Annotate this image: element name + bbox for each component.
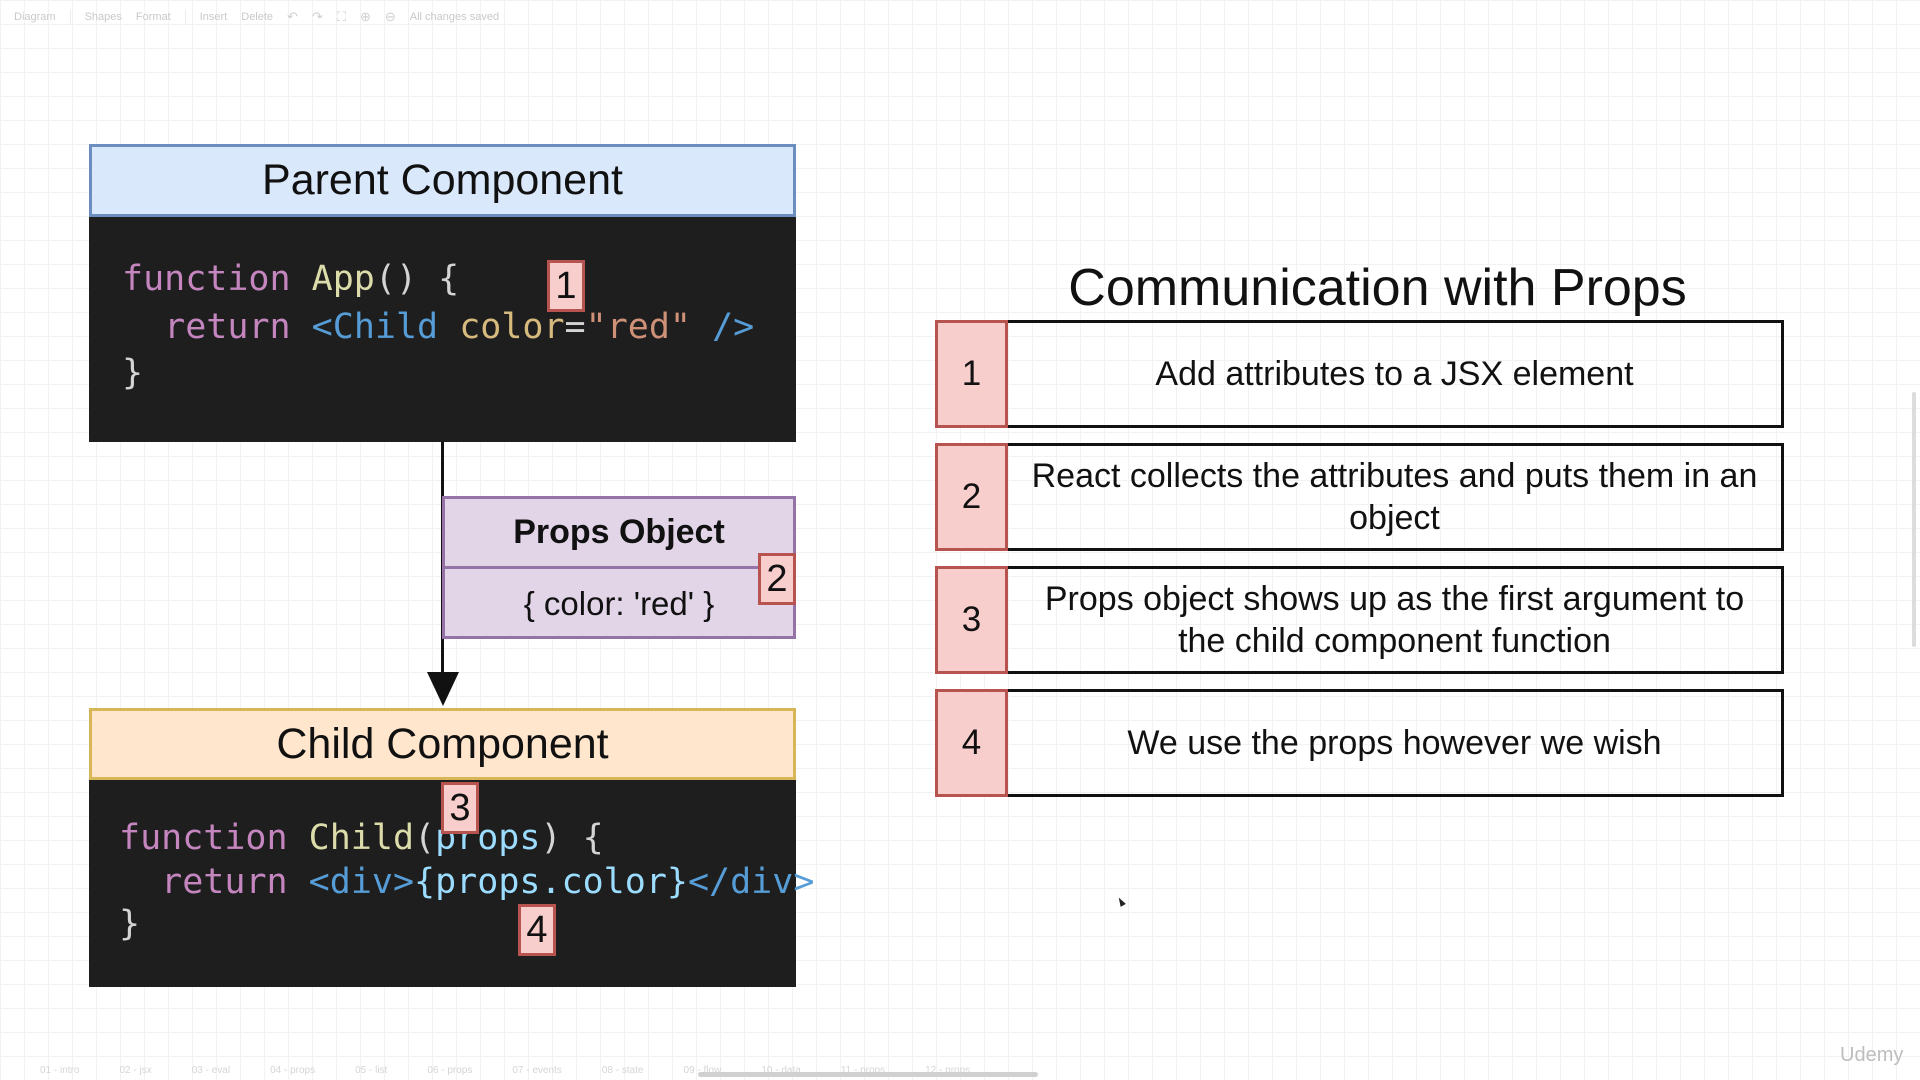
code-keyword: function <box>119 818 288 858</box>
udemy-logo: Udemy <box>1840 1044 1904 1066</box>
page-tab[interactable]: 05 - list <box>355 1064 388 1076</box>
step-row: 4 We use the props however we wish <box>935 689 1784 797</box>
code-line: return <div>{props.color}</div> <box>119 862 814 902</box>
code-punctuation: } <box>122 353 144 393</box>
page-tab[interactable]: 11 - props <box>840 1064 886 1076</box>
page-tab[interactable]: 07 - events <box>512 1064 562 1076</box>
page-tab[interactable]: 02 - jsx <box>119 1064 152 1076</box>
horizontal-scrollbar[interactable] <box>698 1072 1038 1077</box>
step-badge-1: 1 <box>547 260 585 312</box>
format-menu[interactable]: Format <box>135 11 171 23</box>
step-row: 2 React collects the attributes and puts… <box>935 443 1784 551</box>
props-object-title: Props Object <box>445 499 793 569</box>
toolbar-divider <box>69 9 71 25</box>
props-object-box: Props Object { color: 'red' } <box>442 496 796 639</box>
code-keyword: return <box>164 307 291 347</box>
code-tag: /> <box>712 307 755 347</box>
editor-toolbar: Diagram Shapes Format Insert Delete ↶ ↷ … <box>0 0 1920 34</box>
child-component-header: Child Component <box>89 708 796 780</box>
fullscreen-icon[interactable]: ⛶ <box>336 9 346 24</box>
code-punctuation: () { <box>374 259 460 299</box>
code-punctuation: } <box>119 904 141 944</box>
code-line: function Child(props) { <box>119 818 604 858</box>
parent-component-header: Parent Component <box>89 144 796 217</box>
parent-code-block: function App() { return <Child color="re… <box>89 217 796 442</box>
shapes-menu[interactable]: Shapes <box>84 11 122 23</box>
code-tag: <div> <box>308 862 415 902</box>
step-text: We use the props however we wish <box>1008 689 1784 797</box>
page-tab[interactable]: 03 - eval <box>191 1064 231 1076</box>
arrow-down-icon <box>427 672 459 706</box>
code-tag: <Child <box>311 307 439 347</box>
code-function-name: Child <box>308 818 415 858</box>
code-string: "red" <box>585 307 691 347</box>
code-expression: {props.color} <box>414 862 688 902</box>
code-keyword: return <box>161 862 288 902</box>
page-tabs: 01 - intro 02 - jsx 03 - eval 04 - props… <box>0 1060 1920 1080</box>
insert-menu[interactable]: Insert <box>199 11 228 23</box>
mouse-cursor-icon <box>1116 896 1126 907</box>
step-number: 4 <box>935 689 1008 797</box>
step-row: 3 Props object shows up as the first arg… <box>935 566 1784 674</box>
step-badge-2: 2 <box>758 553 796 605</box>
diagram-menu[interactable]: Diagram <box>14 11 56 23</box>
code-punctuation: ( <box>414 818 436 858</box>
vertical-scrollbar[interactable] <box>1912 392 1916 647</box>
step-text: Add attributes to a JSX element <box>1008 320 1784 428</box>
code-line: } <box>119 904 140 944</box>
step-text: Props object shows up as the first argum… <box>1008 566 1784 674</box>
step-number: 3 <box>935 566 1008 674</box>
code-attribute: color <box>459 307 565 347</box>
delete-menu[interactable]: Delete <box>241 11 274 23</box>
zoom-out-icon[interactable]: ⊖ <box>384 9 396 24</box>
step-badge-3: 3 <box>441 782 479 834</box>
page-tab[interactable]: 01 - intro <box>40 1064 80 1076</box>
code-punctuation: ) { <box>540 818 604 858</box>
child-component-title: Child Component <box>276 719 609 768</box>
code-tag: </div> <box>687 862 815 902</box>
step-number: 1 <box>935 320 1008 428</box>
page-tab[interactable]: 10 - data <box>761 1064 801 1076</box>
page-tab[interactable]: 06 - props <box>427 1064 473 1076</box>
step-text: React collects the attributes and puts t… <box>1008 443 1784 551</box>
code-line: function App() { <box>122 259 459 299</box>
page-tab[interactable]: 09 - flow <box>683 1064 722 1076</box>
props-object-value: { color: 'red' } <box>523 585 715 622</box>
undo-icon[interactable]: ↶ <box>287 9 298 24</box>
code-punctuation: = <box>564 307 586 347</box>
code-line: } <box>122 353 143 393</box>
code-function-name: App <box>311 259 375 299</box>
step-badge-4: 4 <box>518 904 556 956</box>
step-number: 2 <box>935 443 1008 551</box>
code-keyword: function <box>122 259 291 299</box>
page-tab[interactable]: 12 - props <box>925 1064 971 1076</box>
page-tab[interactable]: 08 - state <box>601 1064 644 1076</box>
step-row: 1 Add attributes to a JSX element <box>935 320 1784 428</box>
code-line: return <Child color="red" /> <box>122 307 754 347</box>
steps-title: Communication with Props <box>1068 259 1687 317</box>
toolbar-divider <box>184 9 186 25</box>
redo-icon[interactable]: ↷ <box>311 9 323 24</box>
save-status: All changes saved <box>409 11 500 23</box>
parent-component-title: Parent Component <box>262 156 623 204</box>
page-tab[interactable]: 04 - props <box>270 1064 316 1076</box>
zoom-in-icon[interactable]: ⊕ <box>359 9 371 24</box>
